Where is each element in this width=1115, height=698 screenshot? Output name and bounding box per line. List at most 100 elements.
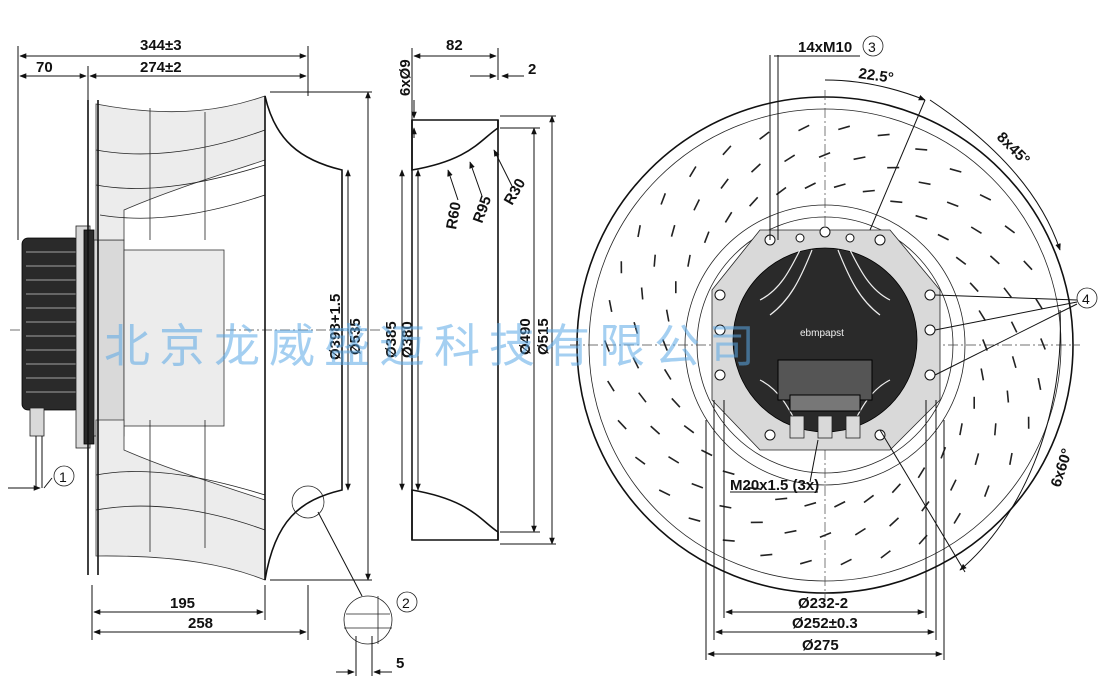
blade-mark [701,449,713,457]
blade-mark [719,504,732,509]
dim-275: Ø275 [802,637,839,654]
blade-mark [662,339,668,351]
blade-mark [819,532,832,538]
blade-mark [658,489,671,497]
blade-mark [722,539,735,542]
blade-mark [862,189,875,193]
brand-label: ebmpapst [800,328,844,339]
blade-mark [970,226,982,234]
blade-mark [638,392,647,403]
blade-mark [937,233,949,241]
blade-mark [722,145,732,156]
blade-mark [804,182,816,190]
dim-inlet-dia: Ø398+1.5 [327,294,344,360]
dim-housing-dia: Ø535 [347,318,364,355]
blade-mark [994,423,997,436]
dim-impeller-length: 274±2 [140,59,182,76]
blade-mark [1040,338,1046,350]
blade-mark [1006,390,1010,403]
blade-mark [663,368,672,380]
blade-mark [784,154,796,163]
radius-r60: R60 [443,201,465,231]
blade-mark [915,214,928,220]
dim-490: Ø490 [517,318,534,355]
blade-mark [720,178,729,189]
blade-mark [798,124,810,132]
blade-mark [1011,356,1017,369]
blade-mark [989,255,1000,265]
dim-overall-length: 344±3 [140,37,182,54]
blade-mark [799,559,812,565]
blade-mark [1010,321,1018,333]
callout-4: 4 [1082,291,1090,307]
dim-515: Ø515 [535,318,552,355]
radius-r95: R95 [470,194,495,226]
blade-mark [953,512,961,524]
label-thread-holes: 14xM10 [798,39,852,56]
watermark-text: 北京龙威盛迈科技有限公司 [104,319,764,373]
blade-mark [833,183,846,189]
blade-mark [784,529,797,534]
blade-mark [775,497,788,501]
dim-252: Ø252±0.3 [792,615,858,632]
blade-mark [955,256,967,266]
blade-mark [890,200,903,204]
blade-mark [1009,452,1013,465]
blade-mark [665,309,670,322]
blade-mark [660,193,667,205]
blade-mark [917,467,926,479]
blade-mark [687,254,691,267]
blade-mark [983,485,990,497]
blade-mark [703,231,710,244]
dim-lip: 2 [528,61,536,78]
blade-mark [668,456,680,464]
side-view: 344±3 70 274±2 [8,37,418,676]
front-view: ebmpapst 14xM10 3 22.5° 8x45° 6x60° [570,35,1098,660]
dim-nozzle-width: 82 [446,37,463,54]
dim-ring-380: Ø380 [399,321,416,358]
blade-mark [946,201,959,208]
dim-ring-385: Ø385 [383,321,400,358]
label-cable-glands: M20x1.5 (3x) [730,477,819,494]
dim-motor-depth: 70 [36,59,53,76]
blade-mark [974,453,980,466]
blade-mark [838,125,851,131]
blade-mark [724,211,733,223]
blade-mark [608,299,613,313]
callout-3: 3 [868,39,876,55]
blade-mark [760,553,773,557]
blade-mark [959,423,963,436]
nozzle-view: 82 2 6xØ9 Ø385 Ø380 Ø490 Ø515 R60 R95 R3… [383,37,556,545]
dim-holes: 6xØ9 [397,59,414,96]
blade-mark [633,321,639,334]
angle-6x60: 6x60° [1048,447,1076,490]
blade-mark [607,380,615,392]
blade-mark [689,166,697,178]
blade-mark [747,486,760,490]
blade-mark [915,148,928,151]
blade-mark [840,558,852,566]
blade-mark [691,482,704,489]
blade-mark [940,446,947,459]
blade-marks [604,124,1046,566]
blade-mark [889,517,900,527]
blade-mark [759,131,770,140]
blade-mark [617,419,627,430]
blade-mark [853,156,866,161]
radius-r30: R30 [501,176,529,208]
blade-mark [949,168,962,173]
dim-outer-length: 258 [188,615,213,632]
blade-mark [670,224,676,237]
blade-mark [980,368,985,381]
angle-8x45: 8x45° [993,129,1033,169]
blade-mark [949,479,957,491]
blade-mark [632,357,640,369]
blade-mark [854,527,866,536]
blade-mark [918,181,931,186]
blade-mark [750,163,761,173]
blade-mark [637,225,641,238]
blade-mark [978,310,987,322]
blade-mark [1003,287,1012,298]
